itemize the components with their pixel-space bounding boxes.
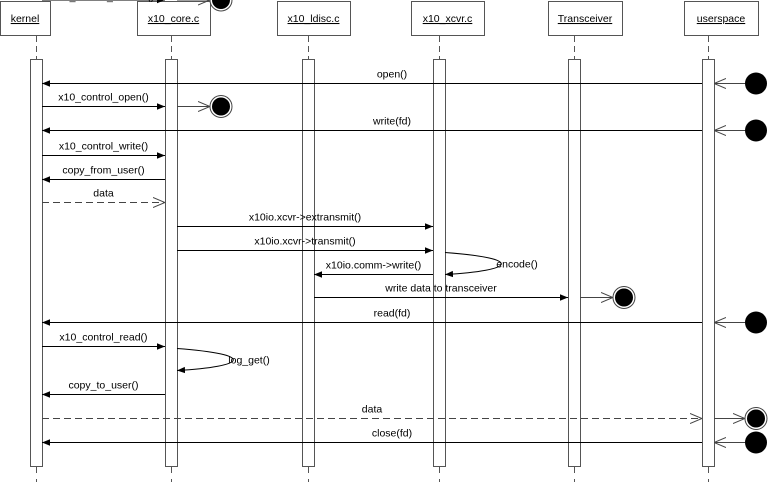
- lifeline-label: kernel: [11, 13, 40, 25]
- message-label: copy_to_user(): [68, 380, 138, 392]
- message-7: x10io.xcvr->transmit(): [177, 236, 433, 254]
- activation-bar: [165, 59, 178, 467]
- lifeline-header-box: [277, 1, 351, 36]
- activation-bar: [30, 59, 43, 467]
- message-4: copy_from_user(): [42, 165, 165, 183]
- message-6: x10io.xcvr->extransmit(): [177, 212, 433, 230]
- lifeline-header-box: [548, 1, 623, 36]
- message-2: write(fd): [42, 116, 767, 142]
- message-10: write data to transceiver: [314, 283, 636, 309]
- lifeline-label: Transceiver: [558, 13, 613, 25]
- message-12: x10_control_read(): [42, 332, 165, 350]
- lifeline-label: x10_core.c: [148, 13, 199, 25]
- lost-message-endpoint: [747, 409, 765, 428]
- lifeline-ldisc: x10_ldisc.c: [277, 1, 351, 482]
- message-label: copy_from_user(): [62, 165, 144, 177]
- lifeline-label: x10_ldisc.c: [288, 13, 340, 25]
- lost-message-endpoint: [212, 97, 230, 116]
- message-9: x10io.comm->write(): [314, 260, 433, 278]
- message-label: write(fd): [372, 116, 411, 128]
- lifeline-kernel: kernel: [0, 1, 51, 482]
- lost-message-endpoint: [212, 0, 230, 9]
- message-label: log_get(): [228, 355, 269, 367]
- message-label: x10_control_write(): [59, 141, 148, 153]
- message-label: x10_control_open(): [58, 92, 148, 104]
- lifeline-core: x10_core.c: [137, 1, 211, 482]
- activation-bar: [433, 59, 446, 467]
- self-message-arrow: [444, 252, 502, 278]
- message-label: x10io.xcvr->extransmit(): [249, 212, 361, 224]
- message-13: log_get(): [176, 348, 270, 374]
- lifeline-label: x10_xcvr.c: [423, 13, 473, 25]
- found-message-origin: [745, 72, 767, 95]
- found-message-origin: [745, 311, 767, 334]
- found-message-origin: [745, 119, 767, 142]
- self-message-arrow: [176, 348, 234, 374]
- message-label: x10_control_read(): [59, 332, 147, 344]
- message-8: encode(): [444, 252, 538, 278]
- message-label: data: [362, 404, 383, 416]
- messages: open() x10_control_open() write(fd) x10_con…: [42, 0, 768, 454]
- message-11: read(fd): [42, 308, 767, 334]
- message-14: copy_to_user(): [42, 380, 165, 398]
- message-5: data: [42, 188, 165, 203]
- lifeline-header-box: [137, 1, 211, 36]
- message-0: open(): [42, 69, 767, 95]
- message-label: encode(): [496, 259, 537, 271]
- message-label: x10_control_release(): [53, 0, 155, 3]
- message-label: x10io.comm->write(): [326, 260, 421, 272]
- message-label: write data to transceiver: [384, 283, 497, 295]
- lifeline-transceiver: Transceiver: [548, 1, 623, 482]
- lifeline-header-box: [0, 1, 51, 36]
- message-label: x10io.xcvr->transmit(): [254, 236, 355, 248]
- found-message-origin: [745, 431, 767, 454]
- message-label: open(): [377, 69, 407, 81]
- message-label: data: [93, 188, 114, 200]
- message-17: x10_control_release(): [42, 0, 233, 12]
- lifeline-header-box: [411, 1, 485, 36]
- activation-bar: [568, 59, 581, 467]
- message-3: x10_control_write(): [42, 141, 165, 159]
- lost-message-endpoint: [615, 288, 633, 307]
- activation-bar: [302, 59, 315, 467]
- message-1: x10_control_open(): [42, 92, 233, 118]
- message-15: data: [42, 404, 768, 430]
- message-label: read(fd): [374, 308, 411, 320]
- lifeline-label: userspace: [697, 13, 746, 25]
- lifeline-xcvr: x10_xcvr.c: [411, 1, 485, 482]
- message-16: close(fd): [42, 428, 767, 454]
- activation-bar: [702, 59, 715, 467]
- message-label: close(fd): [372, 428, 412, 440]
- lifeline-header-box: [684, 1, 759, 36]
- lifeline-userspace: userspace: [684, 1, 759, 482]
